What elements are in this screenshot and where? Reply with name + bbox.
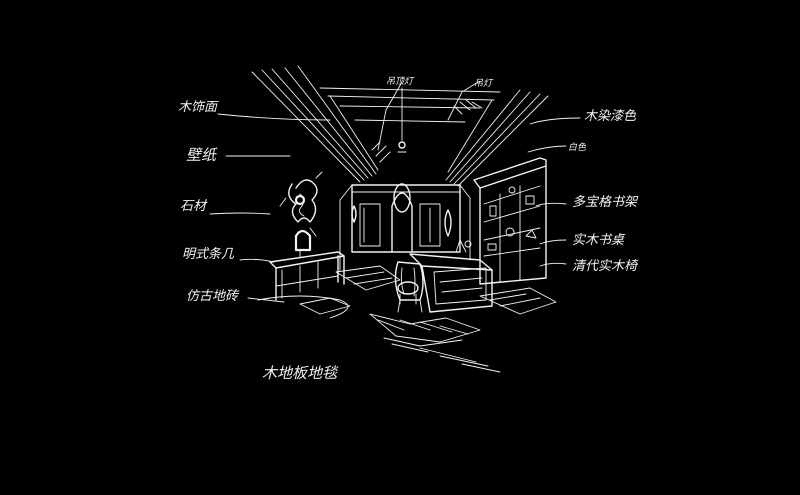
floor	[257, 265, 557, 373]
label-white-paint: 白色	[568, 142, 587, 153]
label-stone: 石材	[180, 199, 208, 214]
bookshelf	[473, 157, 547, 285]
label-wood-veneer-paint: 木染漆色	[584, 109, 637, 124]
back-wall	[339, 183, 471, 271]
label-solid-wood-desk: 实木书桌	[572, 232, 626, 248]
label-mural: 壁纸	[186, 146, 218, 164]
stone-sculpture	[279, 171, 323, 259]
writing-desk	[409, 239, 493, 313]
ceiling-structure	[251, 65, 549, 187]
leader-lines	[209, 81, 581, 303]
label-wood-trim: 木饰面	[178, 100, 219, 115]
label-bookshelf: 多宝格书架	[572, 194, 639, 210]
label-wood-floor: 木地板地毯	[262, 364, 339, 382]
label-floor-tile: 仿古地砖	[186, 289, 240, 304]
chair	[394, 261, 424, 313]
label-bright-cabinet: 明式条几	[182, 247, 235, 262]
label-wood-chair: 清代实木椅	[572, 258, 639, 274]
label-ceiling-lamp: 吊灯	[474, 78, 494, 89]
label-ceiling-light: 吊顶灯	[386, 76, 415, 87]
left-cabinet	[269, 251, 345, 301]
